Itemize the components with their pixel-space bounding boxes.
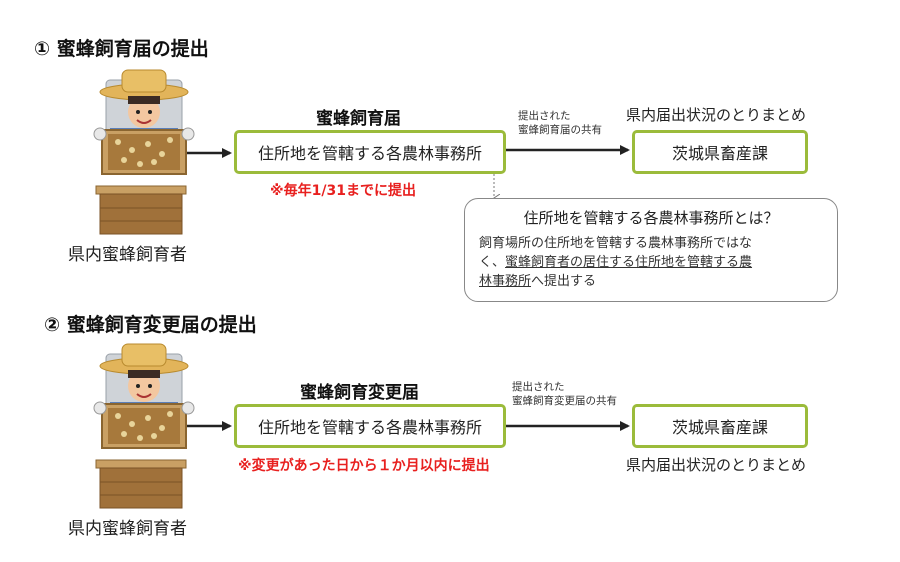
shared-line2-1: 蜜蜂飼育届の共有: [518, 124, 602, 136]
beekeeper-illustration: [93, 69, 195, 235]
info-line-1: 飼育場所の住所地を管轄する農林事務所ではな: [479, 236, 753, 251]
section1-title: ① 蜜蜂飼育届の提出: [34, 38, 209, 60]
destination-box-1: 茨城県畜産課: [632, 130, 808, 174]
info-line-3b: へ提出する: [531, 274, 597, 289]
office-label-2: 住所地を管轄する各農林事務所: [257, 418, 482, 437]
destination-label-1: 茨城県畜産課: [671, 144, 768, 163]
shared-line1-2: 提出された: [512, 381, 565, 393]
shared-line1-1: 提出された: [518, 110, 571, 122]
deadline-note-2: ※変更があった日から１か月以内に提出: [238, 458, 490, 474]
document-title-1: 蜜蜂飼育届: [316, 109, 401, 129]
info-title: 住所地を管轄する各農林事務所とは？: [523, 209, 779, 227]
section2-title: ② 蜜蜂飼育変更届の提出: [44, 314, 257, 336]
info-line-2b: 蜜蜂飼育者の居住する住所地を管轄する農: [505, 255, 753, 270]
destination-note-2: 県内届出状況のとりまとめ: [626, 456, 807, 474]
office-label-1: 住所地を管轄する各農林事務所: [257, 144, 482, 163]
office-box-2: 住所地を管轄する各農林事務所: [234, 404, 506, 448]
beekeeper-illustration-2: [93, 343, 195, 509]
info-line-3a: 林事務所: [479, 274, 532, 289]
document-title-2: 蜜蜂飼育変更届: [300, 383, 419, 403]
person-caption-2: 県内蜜蜂飼育者: [68, 519, 187, 539]
shared-note-1: 提出された 蜜蜂飼育届の共有: [518, 109, 602, 137]
destination-note-1: 県内届出状況のとりまとめ: [626, 106, 807, 124]
shared-line2-2: 蜜蜂飼育変更届の共有: [512, 395, 617, 407]
destination-box-2: 茨城県畜産課: [632, 404, 808, 448]
destination-label-2: 茨城県畜産課: [671, 418, 768, 437]
office-box-1: 住所地を管轄する各農林事務所: [234, 130, 506, 174]
shared-note-2: 提出された 蜜蜂飼育変更届の共有: [512, 380, 617, 408]
info-body: 飼育場所の住所地を管轄する農林事務所ではな く、蜜蜂飼育者の居住する住所地を管轄…: [465, 228, 837, 291]
info-box: 住所地を管轄する各農林事務所とは？ 飼育場所の住所地を管轄する農林事務所ではな …: [464, 198, 838, 302]
info-line-2a: く、: [479, 255, 506, 270]
deadline-note-1: ※毎年1/31までに提出: [270, 183, 416, 199]
person-caption-1: 県内蜜蜂飼育者: [68, 245, 187, 265]
